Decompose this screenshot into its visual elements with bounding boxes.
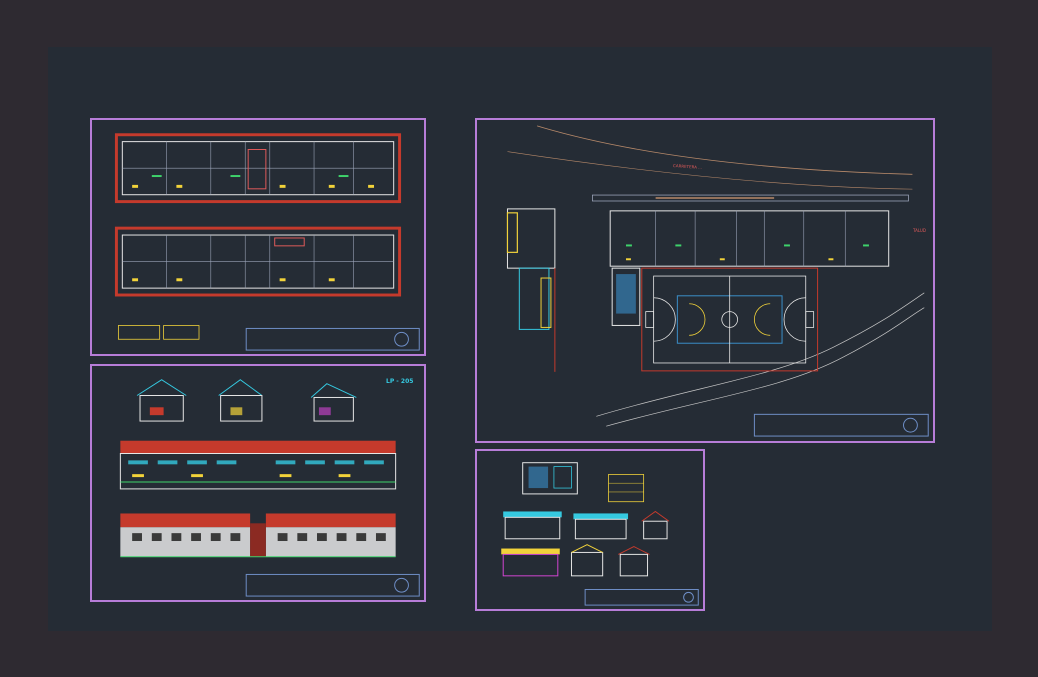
sheet-annex-details[interactable] — [475, 449, 705, 611]
sheet-site-plan[interactable]: CARRETERA ... TALUD — [475, 118, 935, 443]
annex-plan — [522, 462, 578, 495]
sheet-elevations-sections[interactable]: LP - 205 — [90, 364, 426, 602]
model-space-canvas[interactable]: LP - 205 — [48, 47, 992, 631]
legend-table — [117, 325, 161, 340]
court-perimeter — [641, 267, 819, 372]
annex-legend-table — [608, 474, 645, 503]
elevations-drawing — [119, 379, 420, 597]
title-block — [245, 327, 420, 351]
site-plan-drawing — [506, 125, 929, 437]
front-elevation — [119, 453, 397, 490]
elevation-sheet-tag: LP - 205 — [386, 378, 414, 385]
floor-plans-drawing — [114, 133, 420, 351]
side-label: TALUD — [913, 228, 926, 233]
sheet-floor-plans[interactable] — [90, 118, 426, 356]
contour-line — [536, 125, 913, 175]
annex-drawing — [501, 462, 699, 606]
front-elevation-roof — [120, 440, 396, 454]
upper-floor-plan-outline — [114, 133, 402, 204]
lower-floor-plan-outline — [114, 226, 402, 297]
main-building-footprint — [609, 210, 890, 267]
